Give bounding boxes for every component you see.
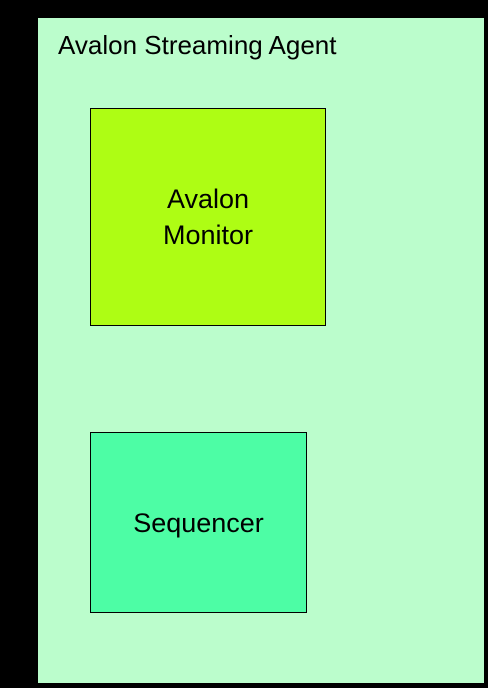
agent-title: Avalon Streaming Agent bbox=[58, 30, 337, 60]
sequencer-block-label: Sequencer bbox=[133, 507, 264, 538]
streaming-agent-container: Avalon Streaming Agent Avalon Monitor Se… bbox=[37, 17, 485, 684]
monitor-block-label: Avalon Monitor bbox=[162, 184, 254, 250]
sequencer-block: Sequencer bbox=[90, 432, 307, 613]
monitor-block: Avalon Monitor bbox=[90, 108, 326, 326]
